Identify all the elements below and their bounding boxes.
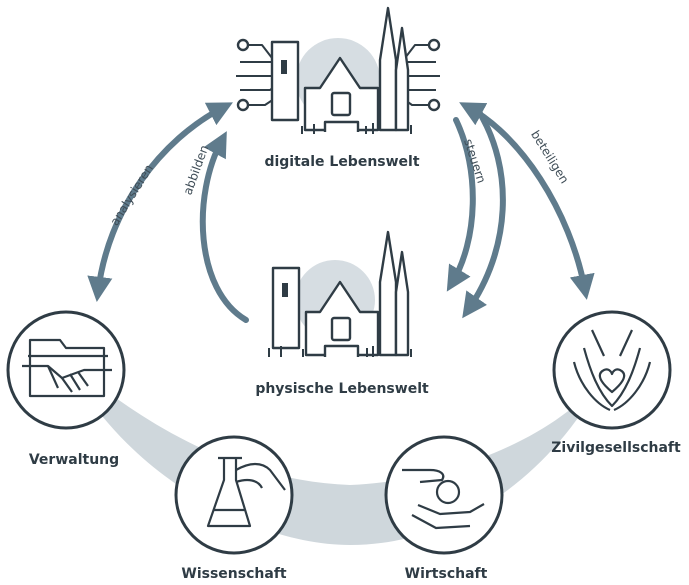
sector-verwaltung-circle [6, 310, 126, 430]
digital-world-label: digitale Lebenswelt [264, 154, 420, 170]
heart-hands-icon [572, 329, 652, 412]
sector-wirtschaft-circle [384, 435, 504, 555]
physical-world-label: physische Lebenswelt [255, 381, 429, 397]
arrow-beteiligen [459, 102, 595, 300]
arrow-analysieren [87, 102, 233, 303]
physical-city-icon [268, 230, 412, 357]
sector-label-wirtschaft: Wirtschaft [404, 566, 488, 582]
flask-hand-icon [206, 456, 286, 528]
sector-label-zivilgesellschaft: Zivilgesellschaft [551, 440, 681, 456]
coin-hands-icon [402, 468, 485, 530]
sector-label-verwaltung: Verwaltung [28, 452, 120, 468]
arrow-abbilden [199, 131, 249, 323]
sector-label-wissenschaft: Wissenschaft [181, 566, 287, 582]
sector-zivilgesellschaft-circle [552, 310, 672, 430]
digital-city-icon [236, 6, 441, 134]
sector-wissenschaft-circle [174, 435, 294, 555]
handshake-folder-icon [22, 338, 112, 398]
